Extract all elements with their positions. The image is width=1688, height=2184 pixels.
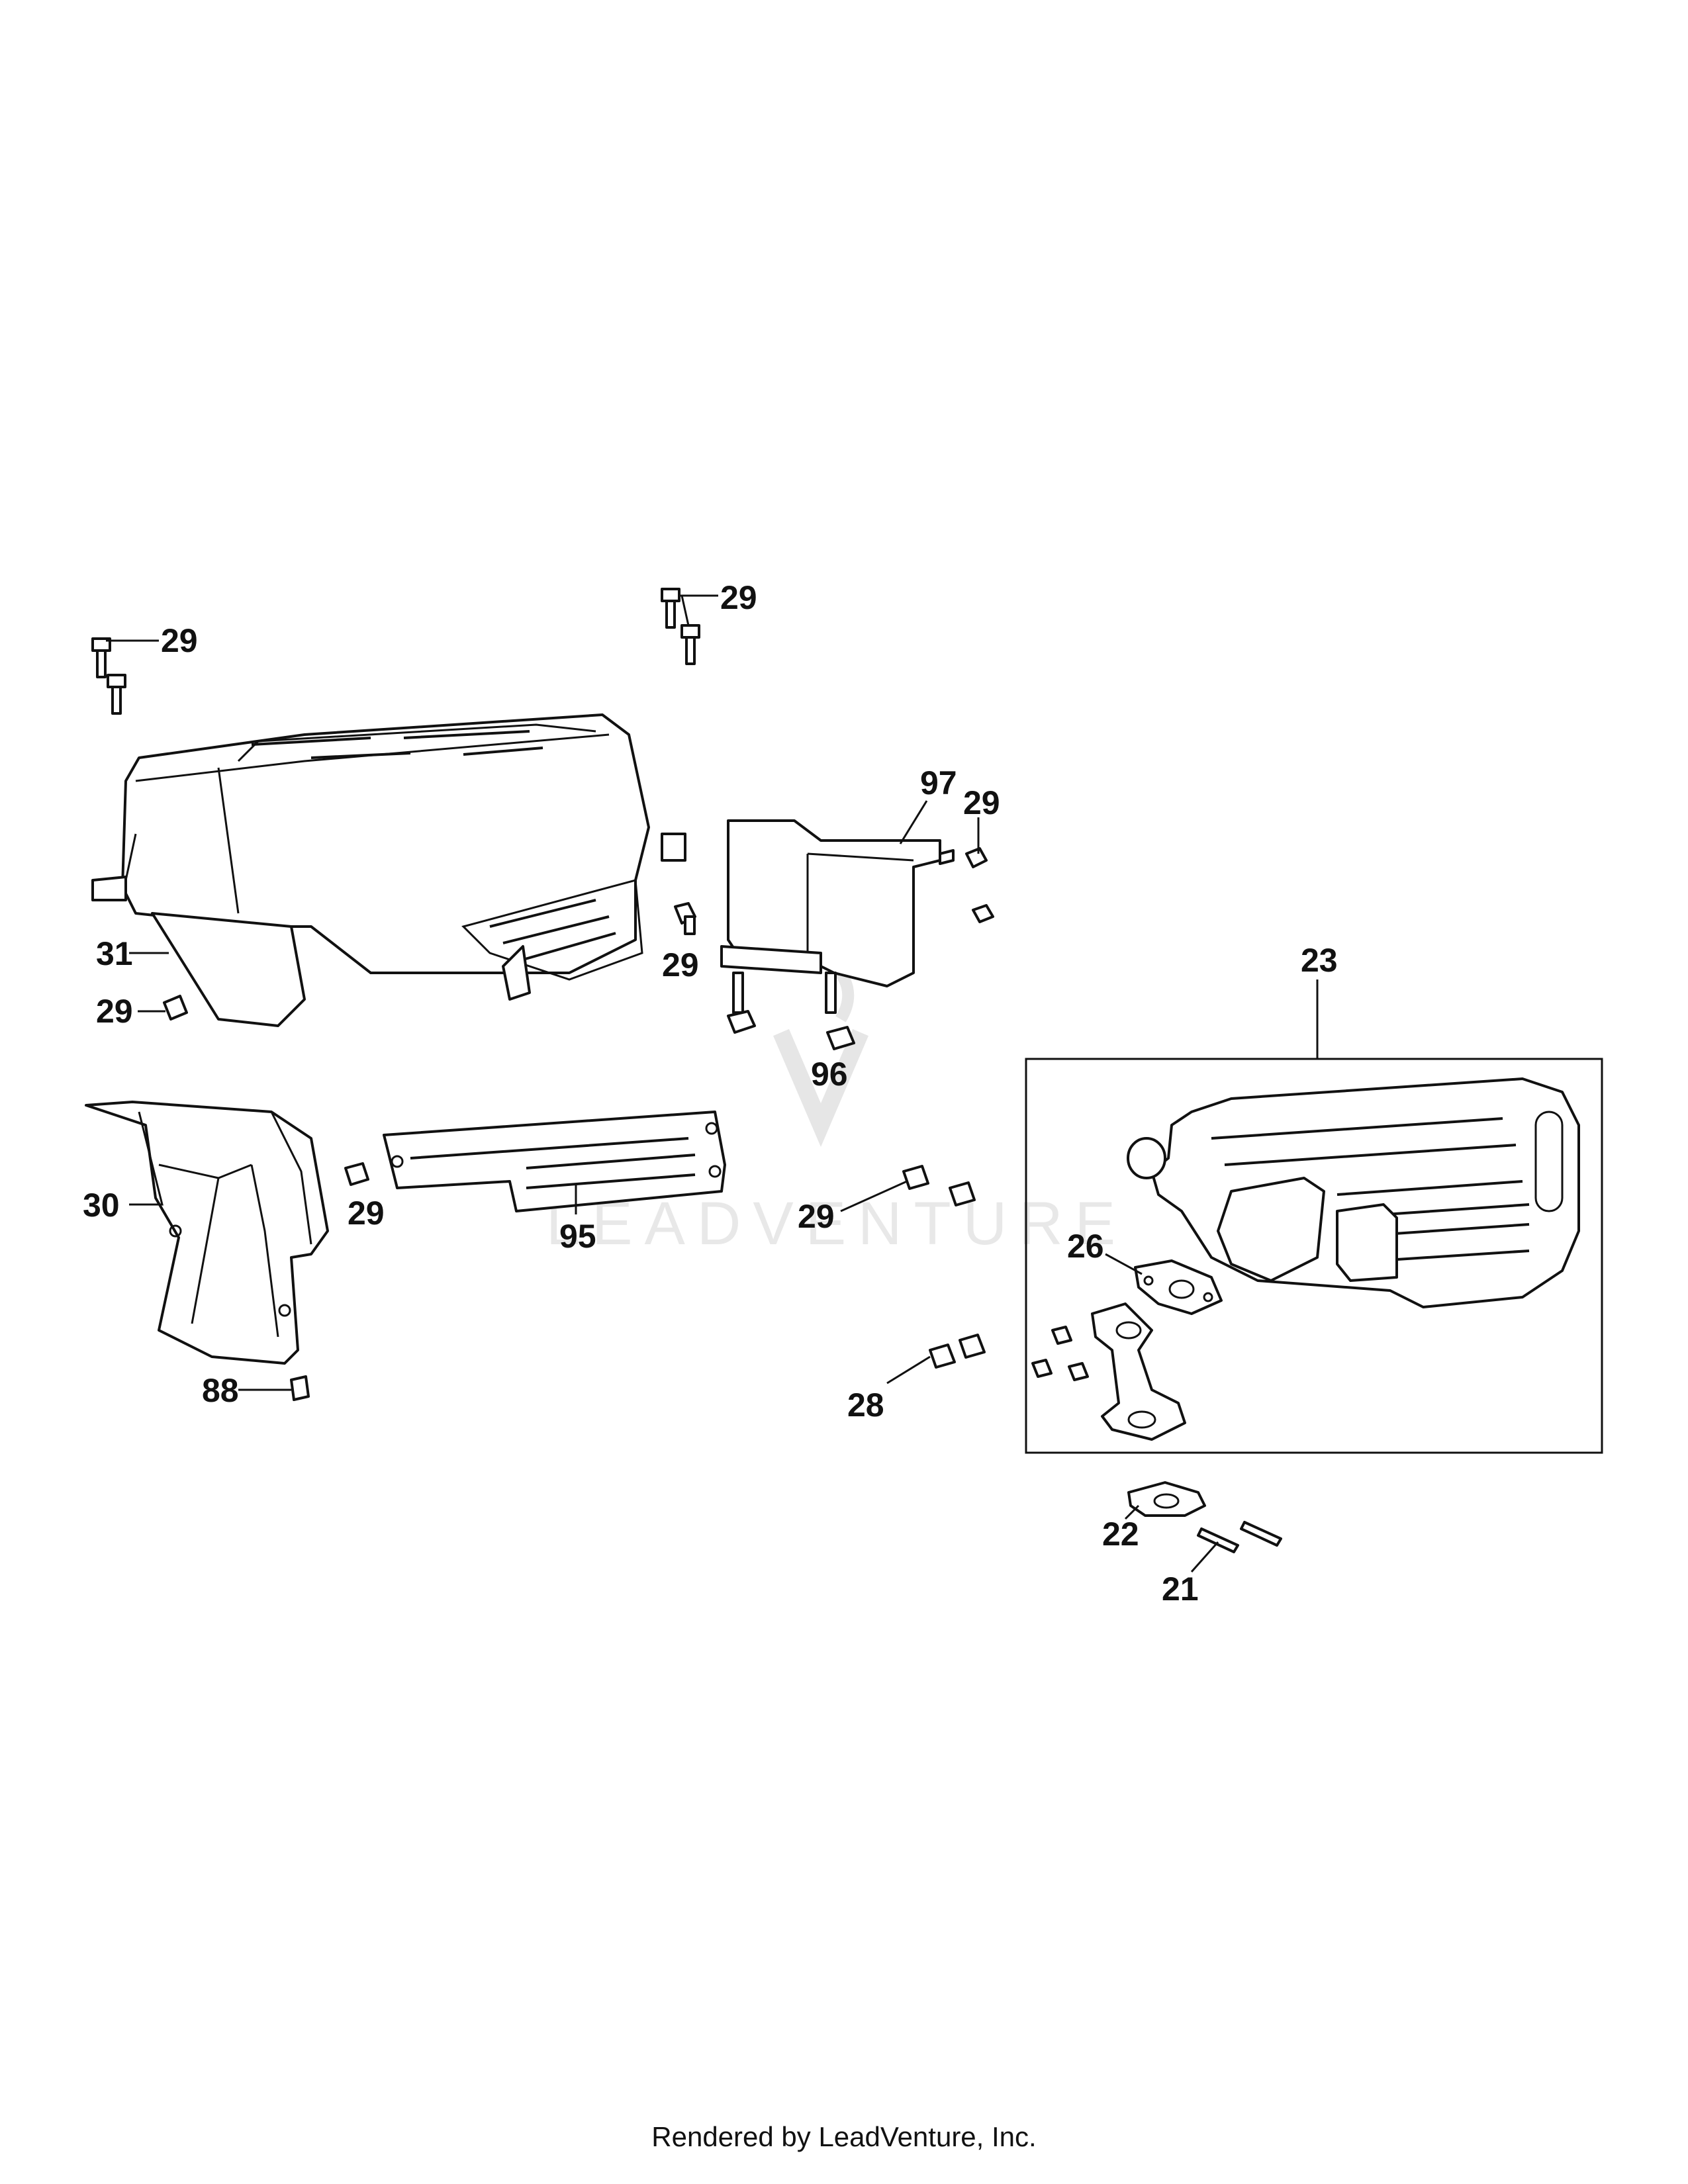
callout-28: 28	[847, 1387, 884, 1424]
muffler-kit-box-23	[1025, 1058, 1603, 1454]
nut-kit	[1031, 1326, 1089, 1381]
leadventure-watermark: LEADVENTURE	[546, 954, 1127, 1257]
leader-26	[1105, 1253, 1143, 1275]
leader-22	[1124, 1504, 1140, 1520]
callout-22: 22	[1102, 1516, 1139, 1553]
callout-96: 96	[811, 1056, 848, 1093]
leader-29-e	[840, 1180, 908, 1212]
leader-97	[899, 800, 928, 844]
leader-28	[886, 1355, 931, 1385]
side-bracket-30	[85, 1101, 329, 1365]
muffler-23	[1127, 1077, 1580, 1308]
bracket-97	[720, 819, 955, 1014]
nut-29-center	[902, 1165, 976, 1206]
leader-21	[1190, 1541, 1219, 1572]
callout-29: 29	[662, 946, 699, 983]
callout-97: 97	[920, 764, 957, 801]
callout-29: 29	[720, 579, 757, 616]
callout-30: 30	[83, 1187, 120, 1224]
gasket-22	[1127, 1481, 1206, 1517]
bolt-29-top-left	[91, 637, 126, 715]
leader-30	[129, 1111, 164, 1206]
bolt-29-under-housing	[674, 902, 696, 935]
callout-23: 23	[1301, 942, 1338, 979]
footer-credit: Rendered by LeadVenture, Inc.	[651, 2121, 1037, 2152]
callout-95: 95	[559, 1218, 596, 1255]
leader-29-b	[679, 594, 718, 626]
heat-shield-95	[383, 1111, 726, 1212]
nut-28	[929, 1334, 986, 1369]
callout-21: 21	[1162, 1570, 1199, 1608]
callout-31: 31	[96, 935, 133, 972]
exhaust-pipe	[1091, 1302, 1186, 1441]
callout-29: 29	[161, 622, 198, 659]
watermark-text: LEADVENTURE	[546, 1190, 1127, 1257]
callout-29: 29	[963, 784, 1000, 821]
bolt-29-mid-left	[344, 1162, 369, 1186]
callout-26: 26	[1067, 1228, 1104, 1265]
callout-88: 88	[202, 1372, 239, 1409]
callout-29: 29	[96, 993, 133, 1030]
callout-29: 29	[348, 1195, 385, 1232]
nut-96	[727, 1010, 855, 1050]
bolt-29-left	[163, 995, 188, 1021]
bolt-29-top-center	[661, 588, 700, 665]
gasket-26	[1134, 1259, 1223, 1315]
callout-29: 29	[798, 1198, 835, 1235]
stud-21	[1197, 1521, 1282, 1553]
blower-housing-31	[91, 713, 686, 1027]
bolt-88	[290, 1375, 310, 1401]
bolt-29-right-bracket	[965, 847, 994, 923]
